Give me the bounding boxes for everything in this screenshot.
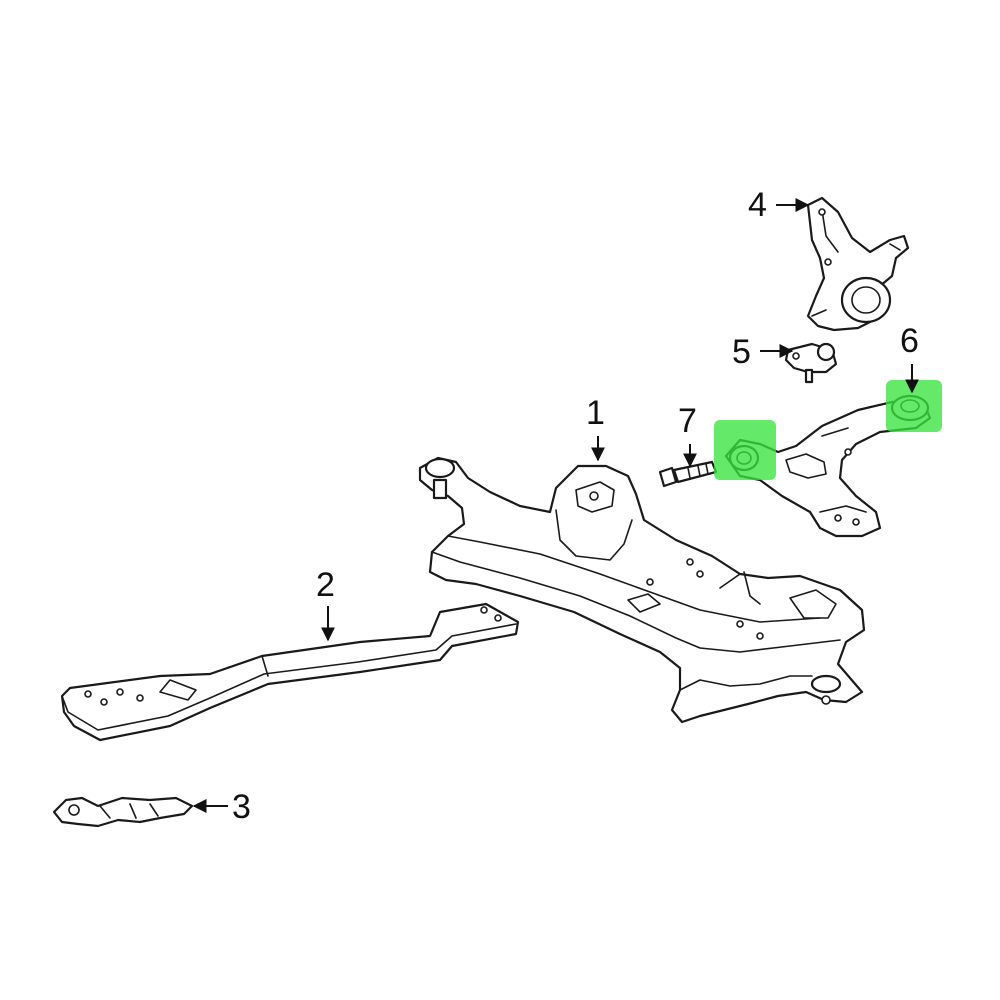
callout-6-label: 6 (900, 322, 919, 360)
part-6-bushing-highlights (714, 380, 942, 480)
part-5-ball-joint (784, 342, 838, 384)
callout-5-label: 5 (732, 333, 751, 371)
part-7-bolt (658, 460, 718, 488)
bushing-front-highlight (714, 420, 776, 480)
part-2-brace (60, 602, 520, 742)
part-3-bracket (52, 796, 194, 828)
callout-4-label: 4 (748, 186, 767, 224)
callout-2-label: 2 (316, 566, 335, 604)
bushing-rear-highlight (886, 380, 942, 432)
callout-7-label: 7 (678, 402, 697, 440)
callout-1-label: 1 (586, 394, 605, 432)
part-1-crossmember (418, 456, 866, 724)
callout-3-label: 3 (232, 788, 251, 826)
part-4-steering-knuckle (806, 196, 910, 332)
